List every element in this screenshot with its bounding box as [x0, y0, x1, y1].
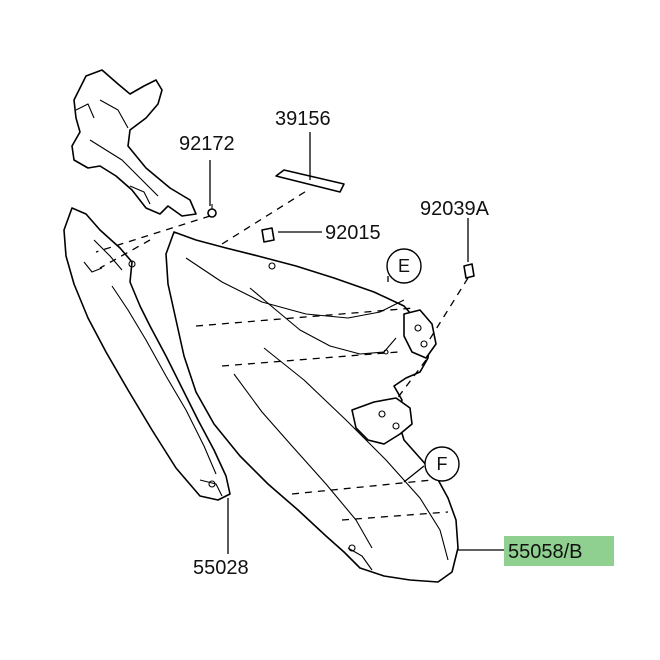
part-number-39156[interactable]: 39156: [275, 108, 331, 130]
lower-mount-bracket: [351, 397, 413, 445]
part-number-92015[interactable]: 92015: [325, 222, 381, 244]
callout-f-letter: F: [437, 454, 448, 474]
part-55058b-lower-fairing: [165, 231, 459, 583]
part-39156-strip: [275, 169, 345, 193]
part-92039a-clip: [463, 263, 475, 279]
callout-f: F: [424, 446, 460, 482]
callout-e-letter: E: [398, 256, 410, 276]
part-number-55028[interactable]: 55028: [193, 557, 249, 579]
callout-e: E: [386, 248, 422, 284]
part-number-55058b[interactable]: 55058/B: [508, 541, 583, 563]
highlight-box: [504, 536, 614, 566]
leader-lines: [209, 132, 504, 554]
part-92015-nut: [261, 227, 275, 243]
part-55028-side-panel: [63, 207, 231, 501]
part-number-92172[interactable]: 92172: [179, 133, 235, 155]
part-92172-screw: [207, 204, 217, 218]
upper-mount-plate: [403, 309, 437, 359]
assembly-lines: [95, 189, 469, 521]
part-number-92039a[interactable]: 92039A: [420, 198, 490, 220]
upper-bracket: [71, 69, 197, 217]
